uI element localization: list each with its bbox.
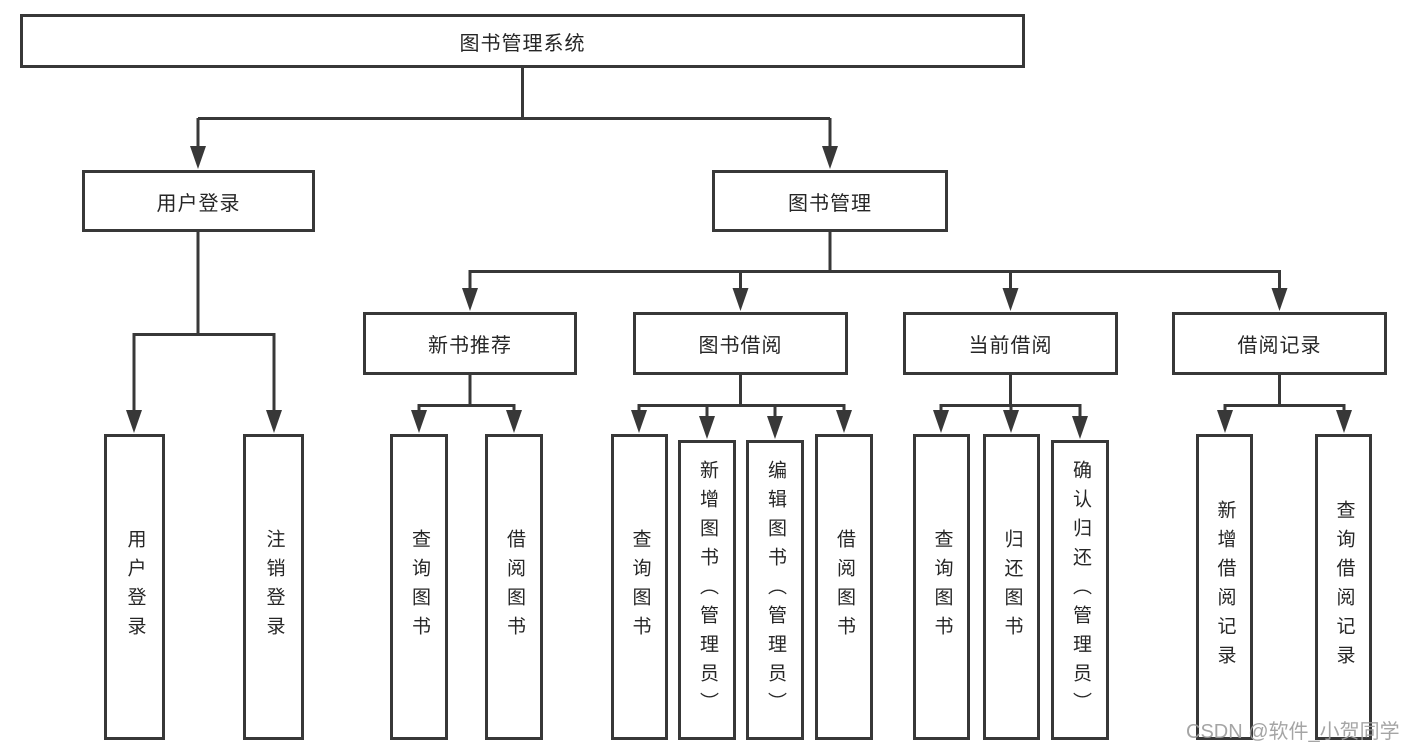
leaf-add-borrow-record: 新增借阅记录 <box>1196 434 1253 740</box>
node-label: 查询借阅记录 <box>1333 500 1355 674</box>
node-label: 当前借阅 <box>968 335 1053 357</box>
node-current-borrow: 当前借阅 <box>903 312 1118 375</box>
connector-book-borrow-children <box>631 375 852 439</box>
node-label: 查询图书 <box>408 529 430 645</box>
connector-user-login-children <box>126 232 282 433</box>
leaf-edit-book-admin: 编辑图书（管理员） <box>746 440 804 740</box>
leaf-return-book: 归还图书 <box>983 434 1040 740</box>
node-label: 图书管理 <box>788 192 872 215</box>
node-book-management: 图书管理 <box>712 170 948 232</box>
leaf-borrow-book-recommend: 借阅图书 <box>485 434 543 740</box>
leaf-borrow-book: 借阅图书 <box>815 434 873 740</box>
node-label: 新增借阅记录 <box>1214 500 1236 674</box>
node-label: 图书借阅 <box>698 335 783 357</box>
leaf-query-book-current: 查询图书 <box>913 434 970 740</box>
connector-root-to-level2 <box>190 68 838 169</box>
connector-new-book-children <box>411 375 522 433</box>
leaf-add-book-admin: 新增图书（管理员） <box>678 440 736 740</box>
connector-book-management-children <box>462 232 1288 311</box>
leaf-logout: 注销登录 <box>243 434 304 740</box>
node-label: 确认归还（管理员） <box>1069 459 1091 721</box>
connector-borrow-record-children <box>1217 375 1352 433</box>
node-label: 借阅图书 <box>833 529 855 645</box>
node-label: 图书管理系统 <box>459 32 586 55</box>
node-user-login: 用户登录 <box>82 170 315 232</box>
node-book-borrow: 图书借阅 <box>633 312 848 375</box>
leaf-confirm-return-admin: 确认归还（管理员） <box>1051 440 1109 740</box>
node-label: 注销登录 <box>263 529 285 645</box>
node-label: 借阅记录 <box>1237 335 1322 357</box>
leaf-query-borrow-record: 查询借阅记录 <box>1315 434 1372 740</box>
node-library-management-system: 图书管理系统 <box>20 14 1025 68</box>
connector-current-borrow-children <box>933 375 1088 439</box>
node-label: 查询图书 <box>931 529 953 645</box>
node-label: 新书推荐 <box>428 335 512 357</box>
node-label: 用户登录 <box>156 192 241 215</box>
node-label: 查询图书 <box>629 529 651 645</box>
node-label: 用户登录 <box>124 529 146 645</box>
leaf-user-login: 用户登录 <box>104 434 165 740</box>
node-label: 新增图书（管理员） <box>696 459 718 721</box>
watermark: CSDN @软件_小贺同学 <box>1186 721 1400 743</box>
leaf-query-book-borrow: 查询图书 <box>611 434 668 740</box>
node-label: 编辑图书（管理员） <box>764 459 786 721</box>
node-label: 归还图书 <box>1001 529 1023 645</box>
node-label: 借阅图书 <box>503 529 525 645</box>
leaf-query-book-recommend: 查询图书 <box>390 434 448 740</box>
node-borrow-record: 借阅记录 <box>1172 312 1387 375</box>
node-new-book-recommend: 新书推荐 <box>363 312 577 375</box>
